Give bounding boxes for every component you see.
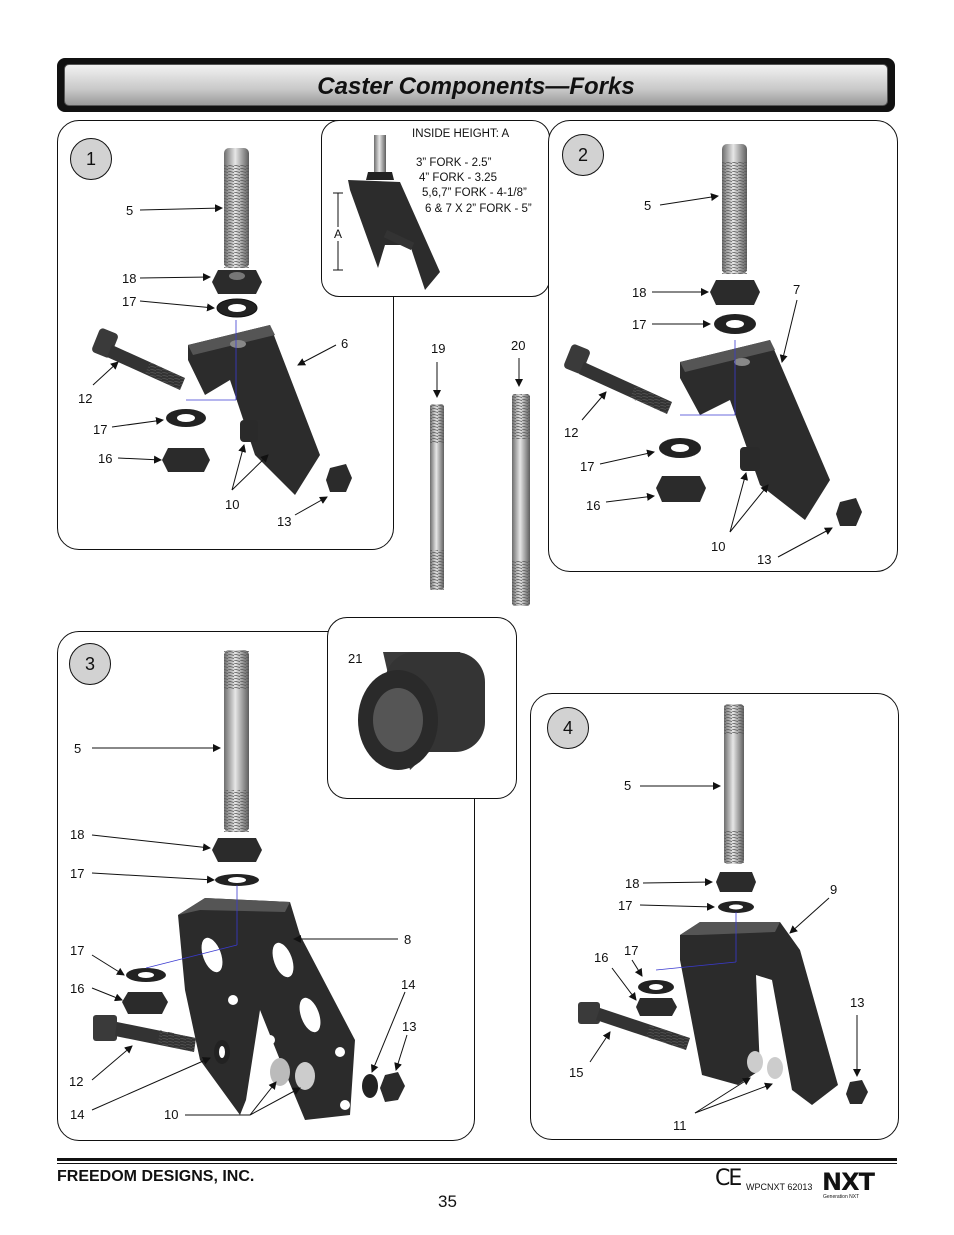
callout-label: 13 bbox=[757, 552, 772, 567]
callout-label: 16 bbox=[70, 981, 85, 996]
callout-label: 11 bbox=[673, 1118, 687, 1133]
callout-label: 18 bbox=[122, 271, 137, 286]
bushing-10 bbox=[270, 1058, 290, 1086]
callout-label: 16 bbox=[98, 451, 113, 466]
inset-row: 4” FORK - 3.25 bbox=[419, 172, 497, 184]
hex-nut-18 bbox=[212, 270, 262, 294]
title-bar: Caster Components—Forks bbox=[57, 58, 895, 112]
callout-label: 5 bbox=[74, 741, 82, 756]
spacer-21 bbox=[358, 652, 485, 770]
stem-bolt-5 bbox=[722, 144, 747, 274]
callout-label: 16 bbox=[586, 498, 601, 513]
callout-label: 18 bbox=[632, 285, 647, 300]
callout-label: 16 bbox=[594, 950, 609, 965]
nut-13 bbox=[846, 1080, 868, 1104]
nxt-logo-tagline: Generation NXT bbox=[823, 1194, 860, 1200]
hex-nut-18 bbox=[716, 872, 756, 892]
title-bevel: Caster Components—Forks bbox=[64, 64, 888, 106]
callout-label: 7 bbox=[793, 282, 801, 297]
callout-label: 17 bbox=[580, 459, 595, 474]
hex-nut-16 bbox=[656, 476, 706, 502]
callout-label: 17 bbox=[70, 866, 85, 881]
callout-label: 5 bbox=[644, 198, 652, 213]
callout-label: 10 bbox=[164, 1107, 179, 1122]
inset-row: 6 & 7 X 2” FORK - 5” bbox=[425, 203, 532, 215]
callout-label: 21 bbox=[348, 651, 363, 666]
callout-label: 13 bbox=[850, 995, 865, 1010]
dimension-label: A bbox=[334, 227, 343, 241]
hex-nut-18 bbox=[212, 838, 262, 862]
hex-nut-16 bbox=[162, 448, 210, 472]
footer-rule bbox=[57, 1158, 897, 1161]
callout-label: 12 bbox=[78, 391, 93, 406]
nut-13 bbox=[326, 464, 352, 492]
document-code: WPCNXT 62013 bbox=[746, 1182, 813, 1192]
bushing-10 bbox=[240, 420, 258, 442]
stem-bolt-5 bbox=[224, 148, 249, 268]
callout-label: 6 bbox=[341, 336, 349, 351]
ce-mark: CE bbox=[715, 1166, 742, 1191]
callout-label: 18 bbox=[625, 876, 640, 891]
callout-label: 5 bbox=[624, 778, 632, 793]
callout-label: 20 bbox=[511, 338, 526, 353]
stem-bolt-5 bbox=[724, 704, 744, 864]
spacer-washer-11 bbox=[747, 1051, 763, 1073]
panel-number-badge: 2 bbox=[562, 134, 604, 176]
callout-label: 17 bbox=[122, 294, 137, 309]
panel-number-badge: 3 bbox=[69, 643, 111, 685]
callout-label: 17 bbox=[93, 422, 108, 437]
company-name: FREEDOM DESIGNS, INC. bbox=[57, 1168, 255, 1185]
page-title: Caster Components—Forks bbox=[317, 73, 635, 100]
axle-19 bbox=[430, 404, 444, 590]
callout-label: 15 bbox=[569, 1065, 584, 1080]
footer-rule-thin bbox=[57, 1163, 897, 1164]
page-number: 35 bbox=[438, 1192, 457, 1211]
axle-20 bbox=[512, 394, 530, 606]
nxt-logo: NXT bbox=[822, 1168, 875, 1196]
inset-header: INSIDE HEIGHT: A bbox=[412, 128, 510, 140]
hex-nut-16 bbox=[122, 992, 168, 1014]
panel-number-badge: 1 bbox=[70, 138, 112, 180]
callout-label: 9 bbox=[830, 882, 838, 897]
hex-nut-16 bbox=[636, 998, 677, 1016]
callout-label: 17 bbox=[70, 943, 85, 958]
fork-9 bbox=[680, 922, 838, 1105]
bushing-10 bbox=[740, 447, 760, 471]
callout-label: 13 bbox=[402, 1019, 417, 1034]
callout-label: 5 bbox=[126, 203, 134, 218]
panel-number-badge: 4 bbox=[547, 707, 589, 749]
axle-bolt-12 bbox=[93, 1015, 196, 1052]
callout-label: 18 bbox=[70, 827, 85, 842]
fork-8 bbox=[178, 898, 355, 1120]
axle-bolt-15 bbox=[578, 1002, 690, 1050]
callout-label: 10 bbox=[711, 539, 726, 554]
inset-row: 5,6,7” FORK - 4-1/8” bbox=[422, 187, 527, 199]
nut-13 bbox=[380, 1072, 405, 1102]
callout-label: 12 bbox=[69, 1074, 84, 1089]
callout-label: 12 bbox=[564, 425, 579, 440]
fork-inset-drawing bbox=[348, 135, 440, 290]
fork-7 bbox=[680, 340, 830, 520]
hex-nut-18 bbox=[710, 280, 760, 305]
stem-bolt-5 bbox=[224, 650, 249, 832]
callout-label: 17 bbox=[618, 898, 633, 913]
callout-label: 17 bbox=[632, 317, 647, 332]
washer-14 bbox=[362, 1074, 378, 1098]
axle-bolt-12 bbox=[564, 344, 672, 414]
callout-label: 13 bbox=[277, 514, 292, 529]
fork-6 bbox=[188, 325, 320, 495]
callout-label: 14 bbox=[401, 977, 416, 992]
callout-label: 10 bbox=[225, 497, 240, 512]
axle-bolt-12 bbox=[92, 328, 185, 390]
callout-label: 8 bbox=[404, 932, 412, 947]
callout-label: 17 bbox=[624, 943, 639, 958]
inset-row: 3” FORK - 2.5” bbox=[416, 157, 492, 169]
callout-label: 14 bbox=[70, 1107, 85, 1122]
callout-label: 19 bbox=[431, 341, 446, 356]
nut-13 bbox=[836, 498, 862, 526]
